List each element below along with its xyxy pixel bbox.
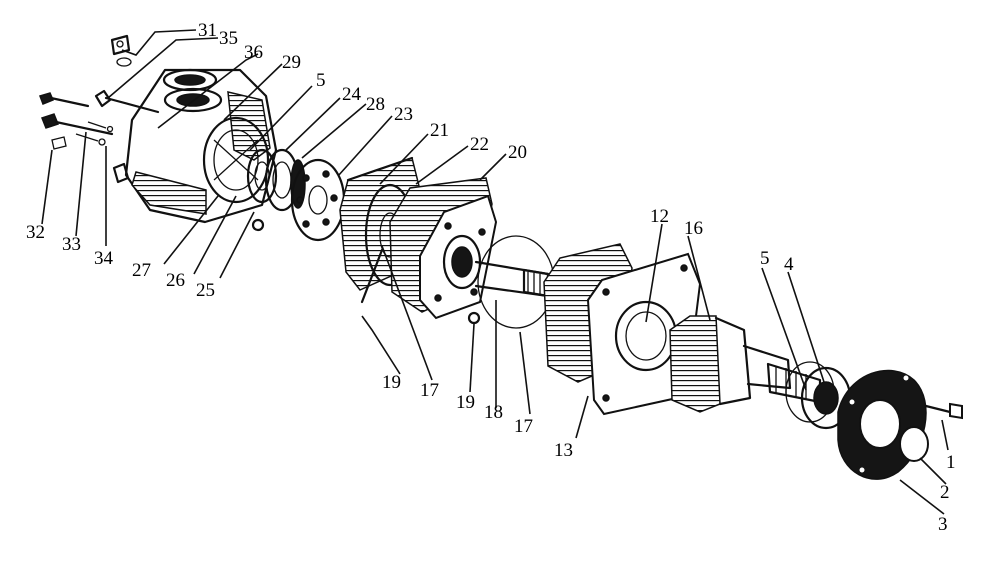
callout-36: 36 [244, 42, 263, 63]
callout-28: 28 [366, 94, 385, 115]
gasket-part-17 [477, 235, 555, 329]
callout-34: 34 [94, 248, 114, 269]
plug-part-31 [110, 34, 132, 67]
callout-labels: 31 35 36 29 5 24 28 23 21 22 20 12 16 5 … [26, 20, 956, 535]
callout-29: 29 [282, 52, 301, 73]
callout-17-right: 17 [514, 416, 533, 437]
rear-housing-part-29 [124, 68, 278, 224]
front-cover-part-3 [837, 369, 929, 480]
shaft-seal-parts-4-5 [785, 361, 852, 430]
callout-5-rear: 5 [316, 70, 326, 91]
callout-17-left: 17 [420, 380, 439, 401]
callout-21: 21 [430, 120, 449, 141]
callout-12: 12 [650, 206, 669, 227]
callout-32: 32 [26, 222, 45, 243]
callout-25: 25 [196, 280, 215, 301]
callout-19-left: 19 [382, 372, 401, 393]
distributor-plate-part-23 [290, 158, 346, 242]
callout-1: 1 [946, 452, 956, 473]
bolt-part-1 [924, 402, 963, 420]
callout-24: 24 [342, 84, 362, 105]
callout-18: 18 [484, 402, 503, 423]
callout-22: 22 [470, 134, 489, 155]
flange-body-part-13 [543, 243, 702, 416]
callout-23: 23 [394, 104, 413, 125]
callout-26: 26 [166, 270, 185, 291]
callout-33: 33 [62, 234, 81, 255]
callout-16: 16 [684, 218, 703, 239]
callout-19-right: 19 [456, 392, 475, 413]
bolts-part-32-33-34 [39, 92, 130, 184]
callout-4: 4 [784, 254, 794, 275]
callout-31: 31 [198, 20, 217, 41]
callout-20: 20 [508, 142, 527, 163]
callout-5-front: 5 [760, 248, 770, 269]
callout-35: 35 [219, 28, 238, 49]
output-shaft-part-16 [669, 315, 822, 413]
callout-3: 3 [938, 514, 948, 535]
seal-rings-parts-24-28 [246, 148, 306, 232]
callout-13: 13 [554, 440, 573, 461]
rotor-set-part-20 [389, 177, 498, 325]
callout-27: 27 [132, 260, 151, 281]
bolt-part-35 [94, 89, 160, 114]
leader-lines [41, 29, 949, 515]
callout-2: 2 [940, 482, 950, 503]
